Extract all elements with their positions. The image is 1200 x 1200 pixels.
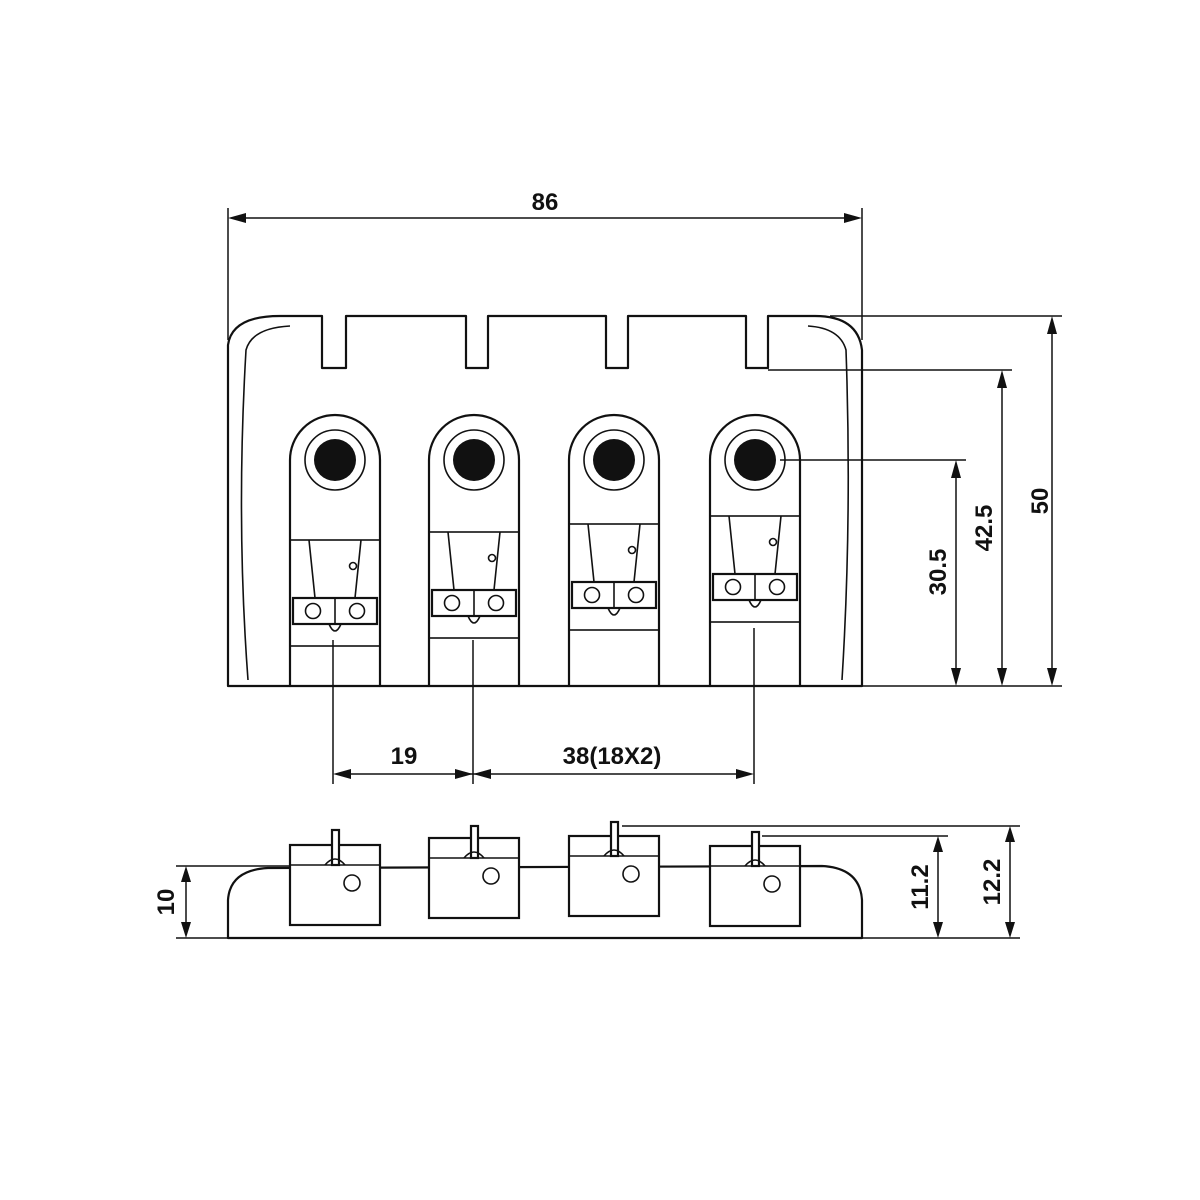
saddle-side-4 [708, 830, 802, 928]
saddle-side-3 [567, 820, 661, 918]
saddle-edge-right [633, 523, 641, 583]
plate-screw-right [627, 586, 645, 604]
plate-screw-right [487, 594, 505, 612]
saddle-side-screw [622, 865, 640, 883]
plate-screw-left [724, 578, 742, 596]
side-view [226, 820, 864, 940]
string-notch [324, 858, 346, 866]
top-view [226, 314, 864, 688]
saddle-pin [469, 824, 480, 860]
dim-height-hole-label: 30.5 [925, 549, 952, 596]
saddle-side-screw [343, 874, 361, 892]
dim-overall-width: 86 [227, 189, 863, 340]
dim-overall-width-label: 86 [532, 189, 559, 216]
base-plate-outline [226, 314, 864, 688]
string-hole-ring [583, 429, 645, 491]
saddle-side-screw [482, 867, 500, 885]
string-guide [607, 607, 621, 616]
saddle-block [568, 523, 660, 631]
saddle-housing [708, 413, 802, 688]
dim-height-total-label: 50 [1027, 488, 1054, 515]
saddle-edge-left [308, 539, 316, 599]
plate-screw-left [443, 594, 461, 612]
saddle-housing [427, 413, 521, 688]
plate-screw-right [348, 602, 366, 620]
dim-spacing-first-label: 19 [391, 743, 418, 770]
saddle-edge-right [774, 515, 782, 575]
saddle-housing [567, 413, 661, 688]
saddle-side-block [288, 843, 382, 927]
string-notch [463, 851, 485, 859]
saddle-block [289, 539, 381, 647]
string-notch [744, 859, 766, 867]
string-hole [314, 439, 356, 481]
saddle-top-1 [288, 413, 382, 688]
saddle-housing [288, 413, 382, 688]
saddles-top [288, 413, 802, 688]
plate-screw-left [583, 586, 601, 604]
saddle-pin [609, 820, 620, 858]
saddle-pin [750, 830, 761, 868]
saddle-side-screw [763, 875, 781, 893]
string-hole [593, 439, 635, 481]
saddle-top-4 [708, 413, 802, 688]
dim-side-base-label: 10 [153, 889, 180, 916]
saddle-pin [330, 828, 341, 867]
saddle-top-2 [427, 413, 521, 688]
string-hole [734, 439, 776, 481]
string-hole [453, 439, 495, 481]
string-hole-ring [304, 429, 366, 491]
saddle-edge-left [728, 515, 736, 575]
side-base-outline [226, 864, 864, 940]
string-guide [748, 599, 762, 608]
height-screw [627, 545, 637, 555]
string-notch [603, 849, 625, 857]
plate-screw-right [768, 578, 786, 596]
dim-height-mid-label: 42.5 [971, 505, 998, 552]
dim-height-total: 50 [830, 315, 1062, 687]
plate-screw-left [304, 602, 322, 620]
dim-side-saddle: 11.2 [762, 835, 948, 939]
saddle-edge-right [493, 531, 501, 591]
string-guide [467, 615, 481, 624]
base-plate-inner-left [240, 325, 291, 681]
dim-side-saddle-label: 11.2 [907, 864, 934, 909]
height-screw [487, 553, 497, 563]
dim-spacing-rest-label: 38(18X2) [563, 743, 662, 770]
base-plate-inner-right [807, 325, 850, 681]
saddle-edge-left [447, 531, 455, 591]
height-screw [348, 561, 358, 571]
dim-side-top-label: 12.2 [979, 859, 1006, 906]
dim-height-mid: 42.5 [768, 369, 1012, 686]
dim-side-base: 10 [153, 865, 290, 939]
string-hole-ring [443, 429, 505, 491]
height-screw [768, 537, 778, 547]
saddle-side-2 [427, 824, 521, 920]
saddle-block [709, 515, 801, 623]
saddle-edge-right [354, 539, 362, 599]
dim-height-hole: 30.5 [780, 459, 966, 686]
saddles-side [288, 820, 802, 928]
saddle-side-1 [288, 828, 382, 927]
saddle-top-3 [567, 413, 661, 688]
dim-side-top: 12.2 [622, 825, 1020, 939]
saddle-edge-left [587, 523, 595, 583]
saddle-block [428, 531, 520, 639]
string-guide [328, 623, 342, 632]
dim-spacing: 19 38(18X2) [332, 628, 755, 784]
